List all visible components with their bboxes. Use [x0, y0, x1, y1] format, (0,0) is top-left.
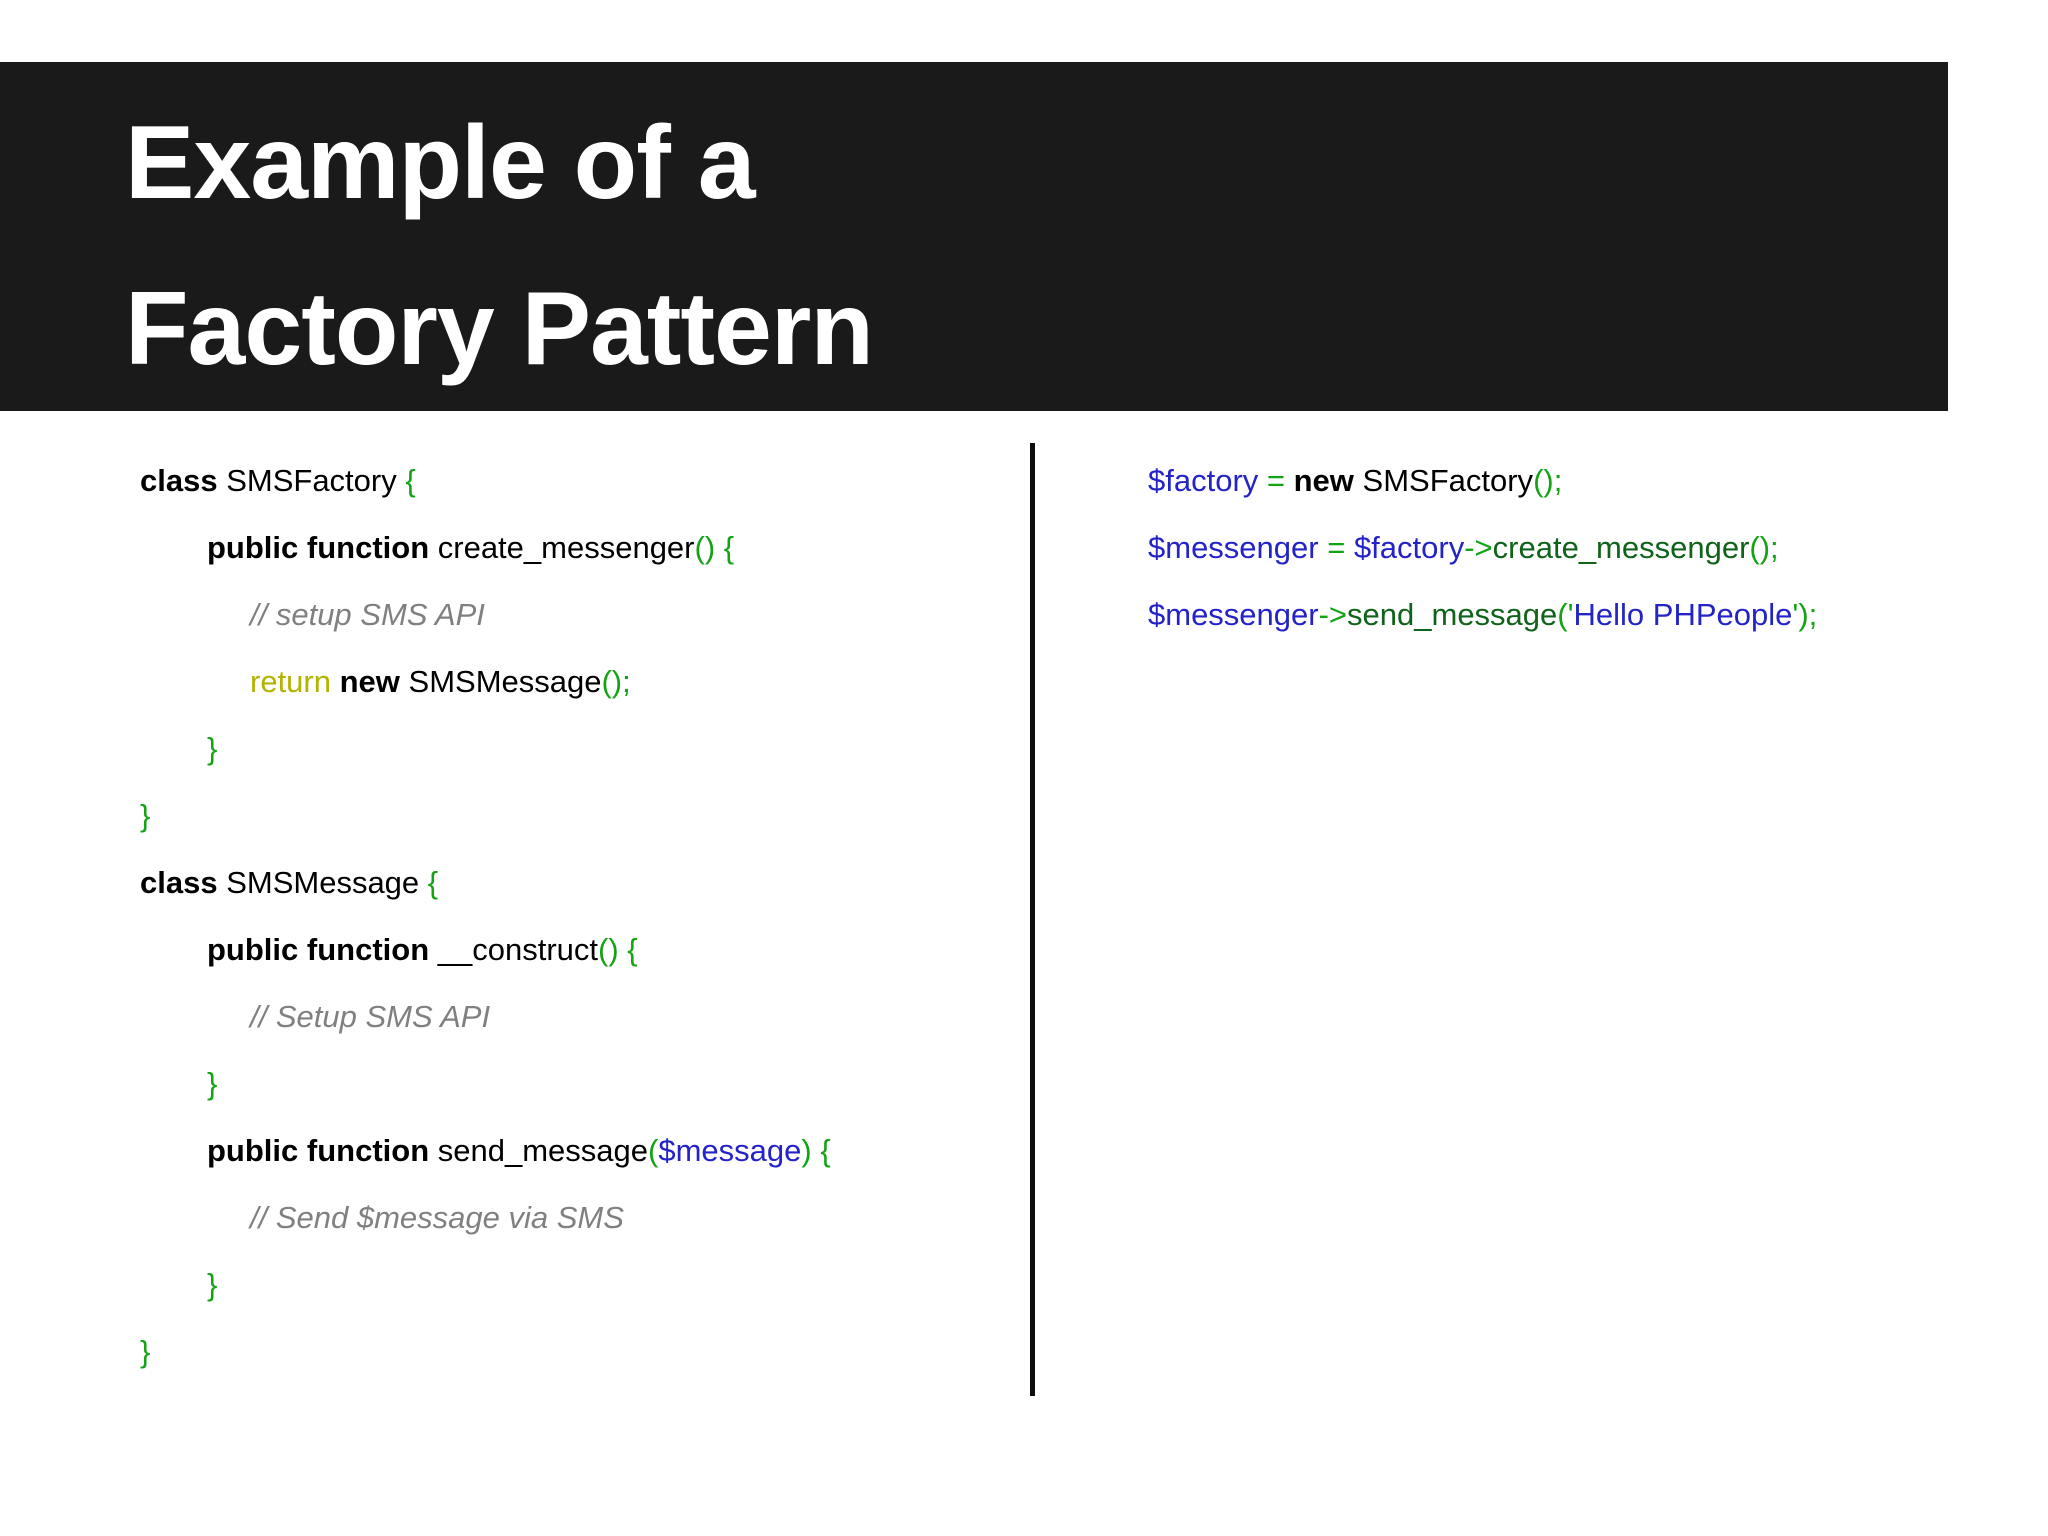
code-token-identifier: SMSMessage — [226, 865, 428, 900]
code-token-keyword: public function — [207, 530, 438, 565]
code-line: // setup SMS API — [140, 581, 831, 648]
code-token-punctuation: -> — [1464, 530, 1493, 565]
code-line: class SMSMessage { — [140, 849, 831, 916]
code-token-identifier: SMSFactory — [1362, 463, 1534, 498]
code-line: public function send_message($message) { — [140, 1117, 831, 1184]
code-token-punctuation: () { — [694, 530, 735, 565]
code-token-punctuation: (); — [1749, 530, 1779, 565]
code-line: } — [140, 1251, 831, 1318]
code-line: // Setup SMS API — [140, 983, 831, 1050]
left-code-block: class SMSFactory {public function create… — [140, 447, 831, 1385]
code-token-variable: $message — [658, 1133, 802, 1168]
code-token-punctuation: ( — [1557, 597, 1568, 632]
code-token-variable: $messenger — [1148, 530, 1319, 565]
code-token-string: Hello PHPeople — [1573, 597, 1793, 632]
code-token-punctuation: ' — [1792, 597, 1799, 632]
code-line: public function __construct() { — [140, 916, 831, 983]
code-token-punctuation: -> — [1318, 597, 1348, 632]
code-token-identifier: __construct — [437, 932, 599, 967]
code-line: } — [140, 1318, 831, 1385]
code-token-punctuation: } — [140, 1334, 151, 1369]
code-token-punctuation: } — [207, 731, 218, 766]
code-token-punctuation: ) — [801, 1133, 812, 1168]
right-code-block: $factory = new SMSFactory();$messenger =… — [1148, 447, 1817, 648]
code-token-punctuation: () — [598, 932, 619, 967]
code-token-identifier: SMSFactory — [226, 463, 406, 498]
code-token-method: create_messenger — [1492, 530, 1750, 565]
code-token-return-keyword: return — [250, 664, 340, 699]
code-token-punctuation: = — [1258, 463, 1294, 498]
code-token-identifier: SMSMessage — [408, 664, 602, 699]
code-token-punctuation: } — [207, 1267, 218, 1302]
code-token-keyword: new — [339, 664, 409, 699]
code-line: // Send $message via SMS — [140, 1184, 831, 1251]
code-token-punctuation: { — [820, 1133, 831, 1168]
code-token-keyword: class — [140, 463, 227, 498]
code-line: } — [140, 715, 831, 782]
code-line: $messenger = $factory->create_messenger(… — [1148, 514, 1817, 581]
code-token-variable: $factory — [1148, 463, 1259, 498]
code-line: class SMSFactory { — [140, 447, 831, 514]
code-line: public function create_messenger() { — [140, 514, 831, 581]
code-token-punctuation: } — [140, 798, 151, 833]
code-token-keyword: class — [140, 865, 227, 900]
code-token-identifier — [619, 932, 628, 967]
page-title-line-1: Example of a — [125, 105, 756, 221]
page-title-line-2: Factory Pattern — [125, 271, 874, 387]
code-token-variable: $messenger — [1148, 597, 1319, 632]
code-token-punctuation: } — [207, 1066, 218, 1101]
code-token-punctuation: (); — [601, 664, 631, 699]
code-token-punctuation: ' — [1567, 597, 1574, 632]
column-divider — [1030, 443, 1035, 1396]
code-token-punctuation: ( — [648, 1133, 659, 1168]
code-token-comment: // setup SMS API — [250, 597, 485, 632]
code-token-keyword: public function — [207, 932, 438, 967]
code-token-comment: // Setup SMS API — [250, 999, 491, 1034]
code-token-punctuation: { — [405, 463, 416, 498]
code-token-keyword: new — [1293, 463, 1363, 498]
code-token-keyword: public function — [207, 1133, 438, 1168]
code-line: } — [140, 1050, 831, 1117]
code-token-identifier: send_message — [437, 1133, 648, 1168]
code-token-method: send_message — [1347, 597, 1558, 632]
code-line: return new SMSMessage(); — [140, 648, 831, 715]
code-line: $factory = new SMSFactory(); — [1148, 447, 1817, 514]
code-token-comment: // Send $message via SMS — [250, 1200, 624, 1235]
code-area: class SMSFactory {public function create… — [0, 411, 2048, 1536]
title-banner: Example of a Factory Pattern — [0, 62, 1948, 411]
code-token-punctuation: { — [427, 865, 439, 900]
code-token-variable: $factory — [1353, 530, 1465, 565]
code-token-punctuation: { — [627, 932, 638, 967]
code-token-punctuation: = — [1318, 530, 1354, 565]
code-token-identifier: create_messenger — [437, 530, 695, 565]
code-token-punctuation: (); — [1533, 463, 1563, 498]
code-line: } — [140, 782, 831, 849]
code-token-punctuation: ); — [1798, 597, 1818, 632]
code-line: $messenger->send_message('Hello PHPeople… — [1148, 581, 1817, 648]
